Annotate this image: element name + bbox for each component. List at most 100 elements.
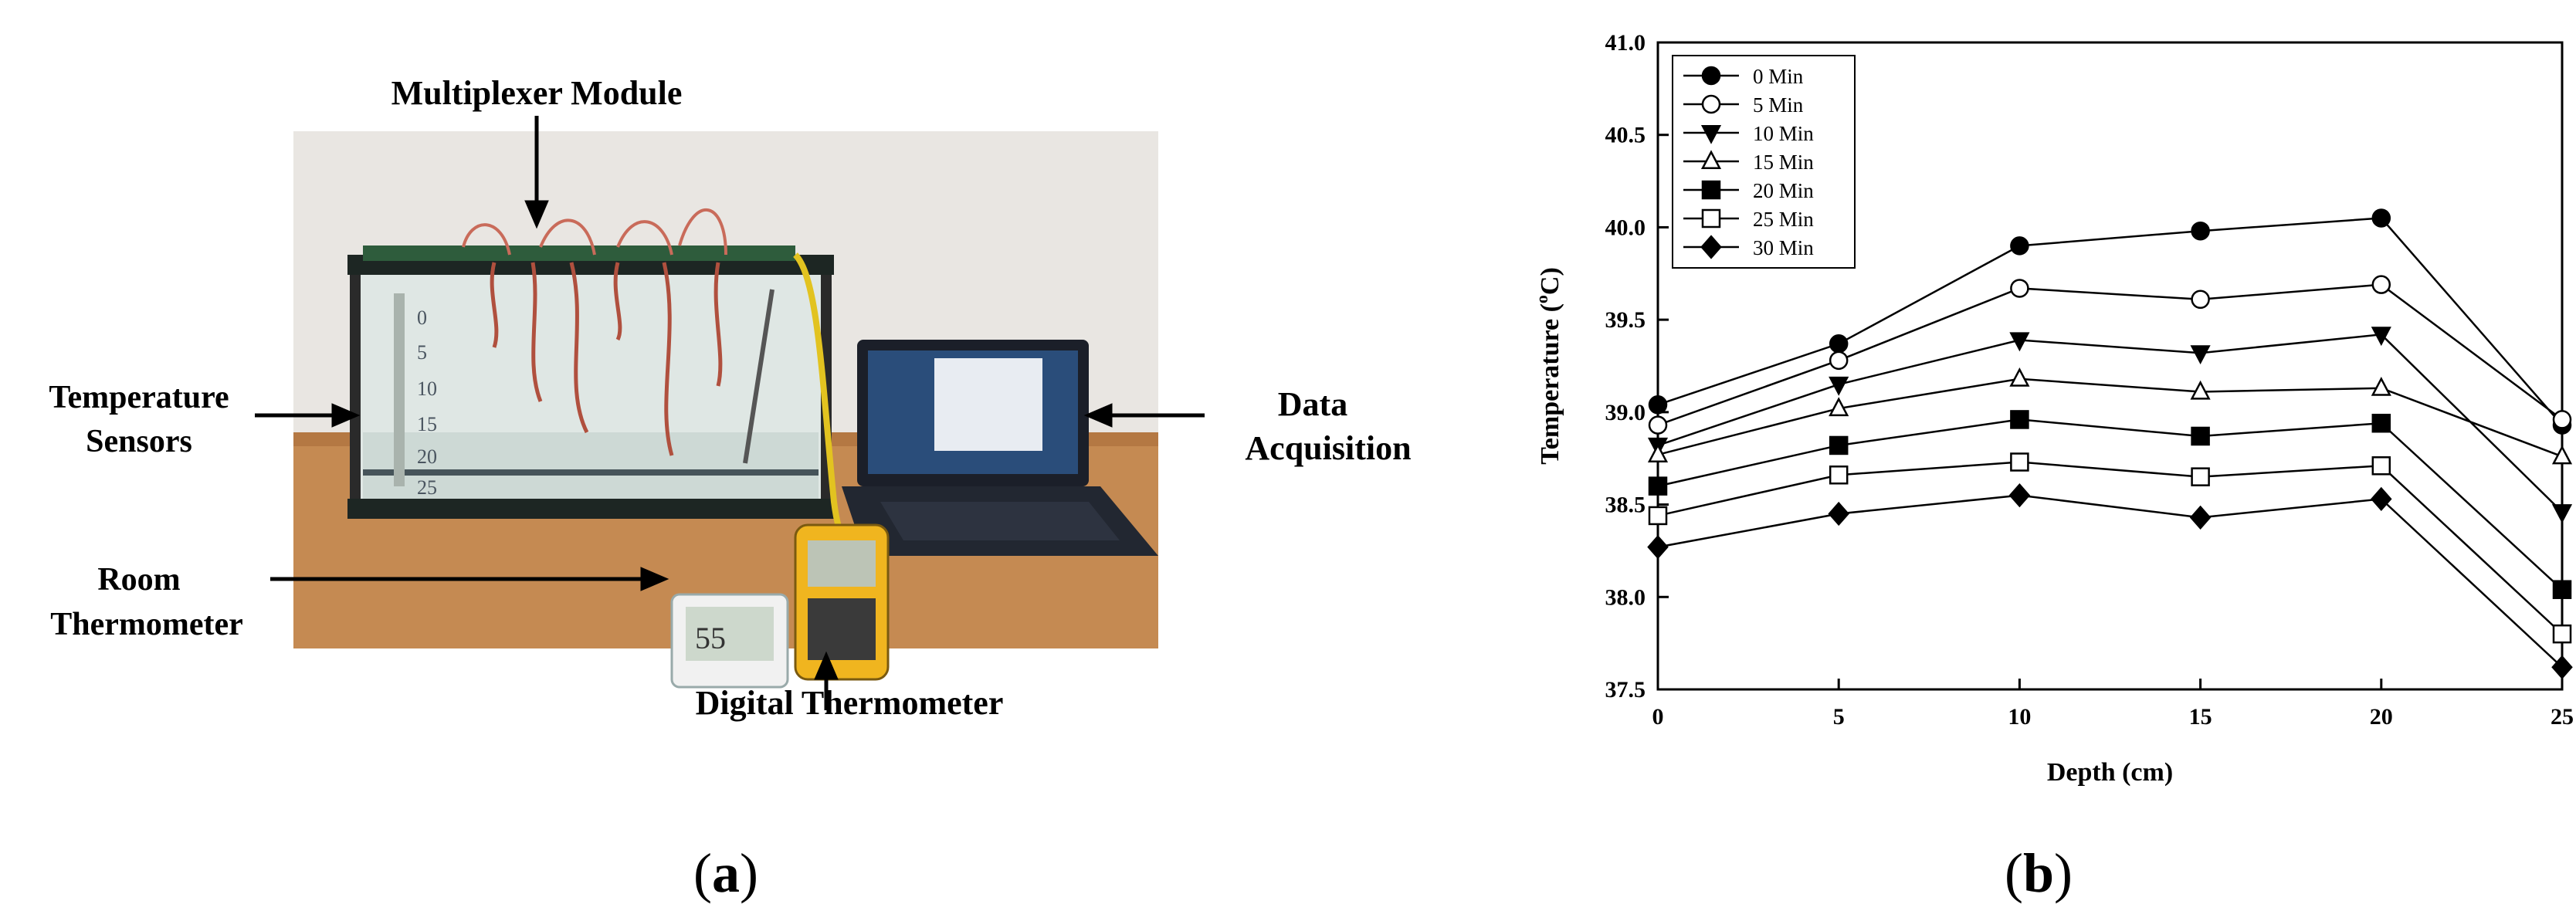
data-point (1829, 435, 1849, 455)
data-point (2191, 426, 2210, 446)
chart-series-layer (1647, 208, 2573, 679)
data-point (2552, 410, 2572, 429)
data-point (2190, 345, 2211, 365)
legend-marker (1700, 235, 1722, 259)
legend-marker (1701, 94, 1721, 114)
x-axis-label: Depth (cm) (2047, 758, 2173, 787)
data-point (2010, 236, 2029, 256)
data-point (1829, 466, 1849, 485)
data-point (2189, 505, 2212, 530)
label-digital-thermometer: Digital Thermometer (696, 684, 1004, 722)
data-point (1647, 534, 1669, 560)
data-point (1829, 397, 1849, 417)
temperature-sensor-wires (490, 262, 723, 456)
y-tick-label: 38.5 (1605, 493, 1646, 518)
data-point (2008, 483, 2031, 508)
room-thermometer-device: 55 (670, 593, 789, 689)
data-point (2010, 452, 2029, 472)
callout-arrows (255, 116, 1205, 710)
data-point (2371, 486, 2392, 512)
x-tick-label: 0 (1652, 704, 1664, 730)
legend-marker (1701, 66, 1721, 86)
series-line (1657, 217, 2563, 426)
svg-text:20: 20 (417, 445, 437, 468)
data-point (2551, 445, 2573, 465)
series-0-min (1648, 208, 2572, 435)
data-point (1648, 415, 1668, 435)
data-point (2010, 410, 2029, 429)
y-tick-label: 41.0 (1605, 30, 1646, 56)
data-point (1648, 395, 1668, 415)
series-30-min (1647, 483, 2573, 679)
legend-marker (1700, 150, 1722, 170)
series-line (1657, 283, 2563, 426)
multiplexer-board (363, 208, 795, 261)
legend-label: 10 Min (1753, 122, 1814, 145)
data-point (2371, 327, 2391, 347)
svg-text:10: 10 (417, 378, 437, 400)
label-room-thermometer-line2: Thermometer (50, 607, 243, 642)
svg-text:0: 0 (417, 306, 427, 329)
y-tick-label: 40.5 (1605, 123, 1646, 148)
panel-a-setup-photo: 0 5 10 15 20 25 (49, 74, 1411, 904)
label-data-acquisition-line2: Acquisition (1245, 429, 1411, 467)
label-multiplexer-module: Multiplexer Module (391, 74, 683, 112)
svg-text:25: 25 (417, 476, 437, 499)
setup-illustration: 0 5 10 15 20 25 (49, 74, 1411, 722)
y-tick-label: 37.5 (1605, 677, 1646, 703)
series-10-min (1647, 327, 2573, 523)
data-point (2371, 456, 2391, 476)
legend-label: 5 Min (1753, 93, 1804, 117)
depth-ruler: 0 5 10 15 20 25 (394, 293, 437, 499)
legend-marker (1701, 180, 1721, 200)
data-point (1829, 376, 1849, 396)
data-point (2551, 655, 2573, 679)
plot-frame (1656, 41, 2564, 691)
x-tick-label: 15 (2189, 704, 2212, 730)
legend-label: 0 Min (1753, 65, 1804, 88)
digital-thermometer-device (794, 523, 890, 681)
x-tick-label: 10 (2008, 704, 2031, 730)
series-line (1657, 461, 2563, 635)
data-point (1648, 476, 1668, 496)
legend-label: 20 Min (1753, 179, 1814, 202)
y-tick-label: 39.5 (1605, 307, 1646, 333)
data-point (1648, 506, 1668, 526)
data-point (2191, 221, 2210, 241)
label-temperature-sensors-line1: Temperature (49, 380, 229, 415)
svg-text:5: 5 (417, 341, 427, 364)
x-tick-label: 25 (2551, 704, 2574, 730)
legend-label: 25 Min (1753, 208, 1814, 231)
data-point (2191, 290, 2210, 310)
legend-marker (1701, 208, 1721, 229)
data-point (2190, 380, 2211, 400)
subfigure-label-a: (a) (693, 842, 758, 904)
data-point (2552, 580, 2572, 599)
series-line (1657, 333, 2563, 513)
data-point (2371, 413, 2391, 433)
subfigure-label-b: (b) (2004, 842, 2073, 904)
label-room-thermometer-line1: Room (97, 562, 180, 598)
series-25-min (1648, 452, 2572, 644)
label-temperature-sensors-line2: Sensors (86, 424, 192, 459)
data-point (2552, 624, 2572, 644)
data-point (2551, 504, 2573, 523)
y-tick-label: 38.0 (1605, 584, 1646, 610)
data-point (2191, 467, 2210, 486)
laptop (842, 340, 1158, 556)
legend-label: 30 Min (1753, 236, 1814, 259)
chart-legend: 0 Min 5 Min 10 Min 15 Min 20 Min 25 Min 30 Min (1672, 55, 1856, 269)
data-point (2010, 279, 2029, 298)
data-point (2009, 367, 2030, 387)
series-line (1657, 418, 2563, 591)
legend-marker (1700, 124, 1722, 144)
data-point (2371, 376, 2391, 396)
legend-label: 15 Min (1753, 151, 1814, 174)
chart-axes (1656, 41, 2564, 691)
svg-text:15: 15 (417, 413, 437, 435)
series-line (1657, 494, 2563, 669)
x-tick-label: 20 (2370, 704, 2393, 730)
